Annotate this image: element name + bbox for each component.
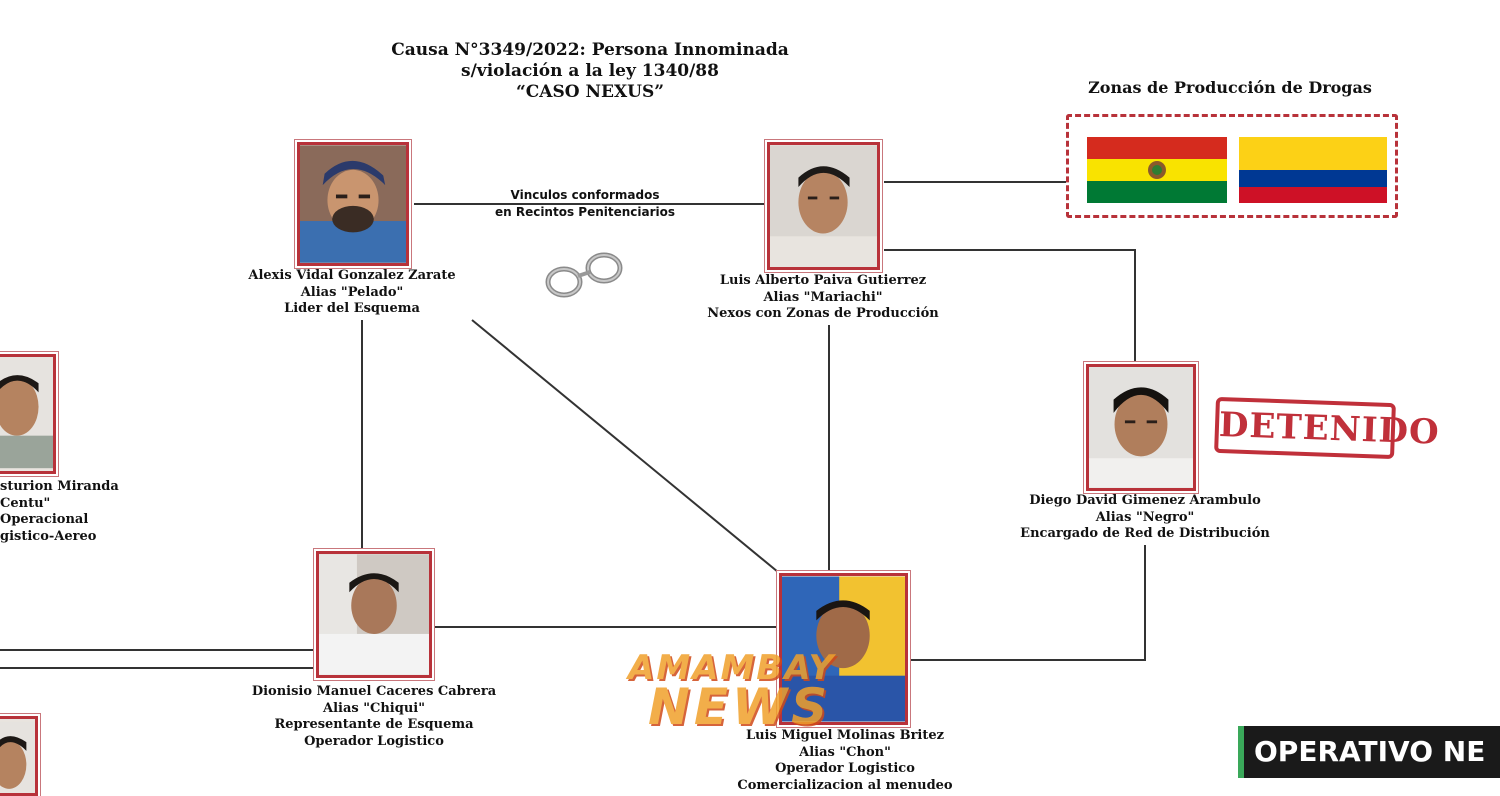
- photo-gimenez: [1086, 364, 1196, 491]
- person-alias: Alias "Chon": [799, 744, 891, 760]
- person-name: Luis Miguel Molinas Britez: [745, 728, 945, 743]
- watermark-logo: AMAMBAY NEWS: [628, 648, 888, 736]
- caption-caceres: Dionisio Manuel Caceres Cabrera Alias "C…: [236, 684, 512, 750]
- link-label-prison: Vinculos conformados en Recintos Peniten…: [470, 187, 700, 221]
- link-gimenez-molinas: [908, 545, 1146, 661]
- handcuffs-icon: [545, 252, 623, 298]
- watermark-top: AMAMBAY: [628, 648, 836, 688]
- caption-molinas: Luis Miguel Molinas Britez Alias "Chon" …: [700, 728, 990, 794]
- case-title-line1: Causa N°3349/2022: Persona Innominada: [391, 40, 789, 60]
- photo-centurion: [0, 354, 56, 474]
- person-name: sturion Miranda: [0, 479, 119, 494]
- person-role-secondary: Operador Logistico: [304, 733, 444, 749]
- person-photo-icon: [782, 576, 905, 722]
- detained-stamp: DETENIDO: [1214, 396, 1440, 460]
- link-paiva-gimenez: [884, 249, 1136, 364]
- person-photo-icon: [0, 721, 35, 791]
- person-role: Operador Logistico: [775, 761, 915, 776]
- photo-molinas: [779, 573, 908, 725]
- person-photo-icon: [0, 359, 53, 469]
- person-photo-icon: [300, 145, 406, 263]
- caption-centurion: sturion Miranda Centu" Operacional gisti…: [0, 479, 150, 545]
- person-role-secondary: Comercializacion al menudeo: [737, 777, 953, 793]
- operation-banner: OPERATIVO NE: [1238, 726, 1500, 778]
- link-label-line1: Vinculos conformados: [510, 188, 660, 202]
- person-alias: Alias "Pelado": [300, 284, 404, 300]
- person-role: Nexos con Zonas de Producción: [707, 306, 939, 321]
- person-name: Luis Alberto Paiva Gutierrez: [719, 273, 927, 288]
- person-name: Alexis Vidal Gonzalez Zarate: [248, 268, 456, 283]
- caption-gonzalez: Alexis Vidal Gonzalez Zarate Alias "Pela…: [232, 268, 472, 318]
- link-label-line2: en Recintos Penitenciarios: [494, 205, 676, 219]
- case-title-line3: “CASO NEXUS”: [515, 82, 665, 102]
- case-title-line2: s/violación a la ley 1340/88: [461, 61, 719, 81]
- person-photo-icon: [1089, 367, 1193, 488]
- person-alias: Centu": [0, 495, 51, 511]
- person-alias: Alias "Mariachi": [763, 289, 883, 305]
- bolivia-flag-icon: [1087, 137, 1227, 203]
- person-photo-icon: [319, 554, 429, 675]
- person-role: Lider del Esquema: [284, 301, 420, 316]
- person-role-secondary: gistico-Aereo: [0, 528, 97, 544]
- colombia-flag-icon: [1239, 137, 1387, 203]
- photo-caceres: [316, 551, 432, 678]
- person-role: Encargado de Red de Distribución: [1020, 526, 1270, 541]
- person-alias: Alias "Chiqui": [323, 700, 425, 716]
- person-name: Dionisio Manuel Caceres Cabrera: [251, 684, 497, 699]
- person-role: Representante de Esquema: [274, 717, 474, 732]
- zones-title: Zonas de Producción de Drogas: [1088, 78, 1372, 97]
- photo-paiva: [767, 142, 880, 270]
- case-title: Causa N°3349/2022: Persona Innominada s/…: [340, 40, 840, 103]
- caption-paiva: Luis Alberto Paiva Gutierrez Alias "Mari…: [690, 273, 956, 323]
- link-gonzalez-molinas: [471, 319, 779, 573]
- person-photo-icon: [770, 145, 877, 267]
- photo-gonzalez: [297, 142, 409, 266]
- photo-offscreen: [0, 716, 38, 796]
- zones-box: [1066, 114, 1398, 218]
- person-role: Operacional: [0, 512, 89, 527]
- watermark-bottom: NEWS: [648, 678, 832, 736]
- person-name: Diego David Gimenez Arambulo: [1029, 493, 1261, 508]
- person-alias: Alias "Negro": [1095, 509, 1195, 525]
- caption-gimenez: Diego David Gimenez Arambulo Alias "Negr…: [1000, 493, 1290, 543]
